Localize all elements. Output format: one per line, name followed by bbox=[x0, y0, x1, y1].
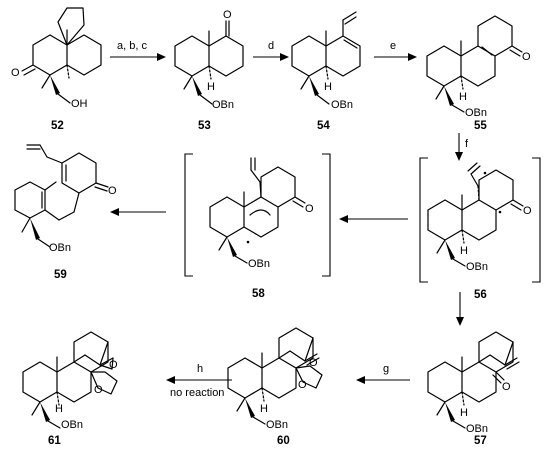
compound-60 bbox=[227, 327, 323, 425]
compound-60-obn: OBn bbox=[266, 419, 288, 431]
arrow-56-to-57 bbox=[456, 292, 464, 326]
compound-59 bbox=[14, 144, 109, 248]
reagent-step2: d bbox=[268, 40, 274, 52]
compound-52-hydroxyl: OH bbox=[71, 98, 88, 110]
compound-53 bbox=[174, 20, 244, 105]
compound-54-h: H bbox=[324, 81, 332, 93]
compound-61-h: H bbox=[55, 403, 63, 415]
compound-52-ketone-oxygen: O bbox=[11, 67, 20, 79]
compound-58-obn: OBn bbox=[248, 258, 270, 270]
compound-60-h: H bbox=[260, 403, 268, 415]
compound-57 bbox=[427, 331, 520, 429]
compound-56 bbox=[419, 157, 541, 283]
compound-56-obn: OBn bbox=[466, 261, 488, 273]
compound-61-label: 61 bbox=[48, 435, 61, 447]
compound-53-h: H bbox=[207, 81, 215, 93]
arrow-56-to-58 bbox=[339, 215, 408, 223]
compound-58-label: 58 bbox=[252, 288, 265, 300]
compound-55-ketone-oxygen: O bbox=[522, 51, 531, 63]
reagent-step4: f bbox=[465, 138, 469, 150]
compound-58-ketone-oxygen: O bbox=[305, 203, 314, 215]
compound-59-ketone-oxygen: O bbox=[108, 185, 117, 197]
compound-57-label: 57 bbox=[474, 435, 487, 447]
compound-56-ketone-oxygen: O bbox=[523, 205, 532, 217]
arrow-step2 bbox=[253, 53, 289, 61]
compound-55-h: H bbox=[459, 91, 467, 103]
compound-57-ketone-oxygen: O bbox=[502, 381, 511, 393]
compound-61-ketal-oxygen-1: O bbox=[109, 359, 118, 371]
compound-52 bbox=[21, 7, 102, 104]
reagent-step5: g bbox=[383, 363, 389, 375]
compound-55 bbox=[426, 15, 523, 113]
reagent-step3: e bbox=[390, 40, 396, 52]
reagent-step1: a, b, c bbox=[117, 40, 147, 52]
reagent-step6: h bbox=[197, 363, 203, 375]
compound-55-obn: OBn bbox=[465, 107, 487, 119]
compound-54-label: 54 bbox=[317, 120, 330, 132]
compound-61-obn: OBn bbox=[61, 419, 83, 431]
compound-56-h: H bbox=[460, 245, 468, 257]
reagent-step6-note: no reaction bbox=[170, 387, 224, 399]
compound-57-obn: OBn bbox=[466, 423, 488, 435]
compound-60-label: 60 bbox=[277, 435, 290, 447]
compound-61-ketal-oxygen-2: O bbox=[94, 384, 103, 396]
compound-60-ketal-oxygen-2: O bbox=[298, 379, 307, 391]
arrow-step6 bbox=[166, 376, 232, 384]
compound-52-label: 52 bbox=[51, 120, 64, 132]
compound-55-label: 55 bbox=[474, 120, 487, 132]
arrow-step5 bbox=[356, 376, 410, 384]
compound-53-obn: OBn bbox=[212, 99, 234, 111]
compound-53-label: 53 bbox=[198, 120, 211, 132]
arrow-58-to-59 bbox=[110, 208, 166, 216]
arrow-step1 bbox=[110, 53, 166, 61]
compound-54-obn: OBn bbox=[331, 99, 353, 111]
compound-56-label: 56 bbox=[474, 289, 487, 301]
compound-59-obn: OBn bbox=[49, 242, 71, 254]
compound-61 bbox=[22, 331, 118, 429]
compound-58 bbox=[184, 153, 331, 277]
compound-60-ketal-oxygen-1: O bbox=[309, 357, 318, 369]
compound-53-ketone-oxygen: O bbox=[223, 9, 232, 21]
compound-59-label: 59 bbox=[54, 269, 67, 281]
arrow-step3 bbox=[374, 53, 417, 61]
compound-57-h: H bbox=[460, 407, 468, 419]
compound-54 bbox=[291, 11, 361, 105]
arrow-step4 bbox=[455, 133, 463, 161]
